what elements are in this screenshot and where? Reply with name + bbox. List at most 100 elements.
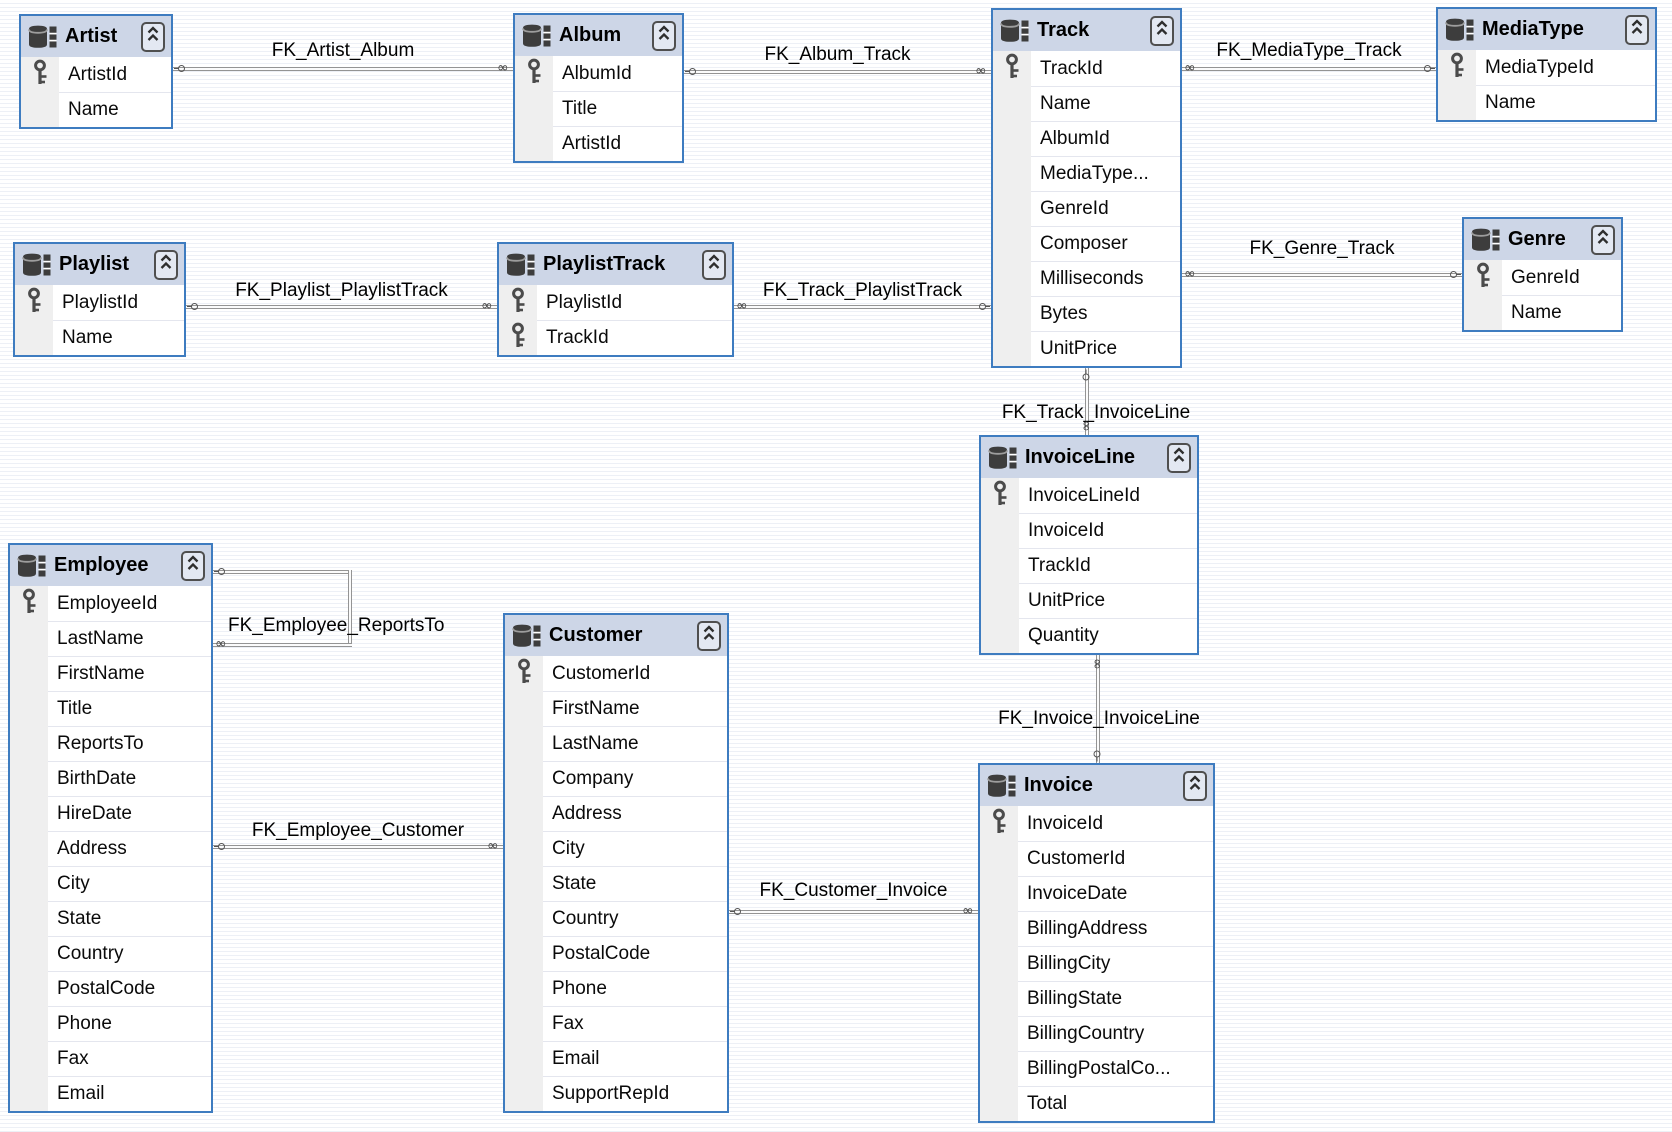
relationship-line[interactable] [1182, 67, 1436, 71]
relationship-line[interactable] [1096, 655, 1100, 763]
column-row[interactable]: FirstName [10, 656, 211, 691]
relationship-line[interactable] [684, 70, 991, 74]
relationship-line[interactable] [173, 67, 513, 71]
relationship-line[interactable] [186, 305, 497, 309]
table-header[interactable]: Playlist [15, 244, 184, 285]
column-row[interactable]: BillingState [980, 981, 1213, 1016]
column-row[interactable]: Composer [993, 226, 1180, 261]
column-row[interactable]: BirthDate [10, 761, 211, 796]
column-row[interactable]: ArtistId [515, 126, 682, 161]
column-row[interactable]: AlbumId [993, 121, 1180, 156]
column-row[interactable]: EmployeeId [10, 586, 211, 621]
column-row[interactable]: SupportRepId [505, 1076, 727, 1111]
collapse-button[interactable] [1625, 14, 1649, 45]
column-row[interactable]: Email [505, 1041, 727, 1076]
column-row[interactable]: BillingAddress [980, 911, 1213, 946]
column-row[interactable]: BillingPostalCo... [980, 1051, 1213, 1086]
relationship-line[interactable] [213, 643, 352, 647]
column-row[interactable]: GenreId [993, 191, 1180, 226]
column-row[interactable]: Quantity [981, 618, 1197, 653]
table-header[interactable]: MediaType [1438, 9, 1655, 50]
collapse-button[interactable] [652, 20, 676, 51]
column-row[interactable]: ArtistId [21, 57, 171, 92]
relationship-line[interactable] [213, 845, 503, 849]
column-row[interactable]: CustomerId [980, 841, 1213, 876]
column-row[interactable]: Total [980, 1086, 1213, 1121]
collapse-button[interactable] [141, 21, 165, 52]
relationship-line[interactable] [729, 910, 978, 914]
column-row[interactable]: Name [1464, 295, 1621, 330]
table-header[interactable]: Invoice [980, 765, 1213, 806]
column-row[interactable]: Address [10, 831, 211, 866]
column-row[interactable]: Name [21, 92, 171, 127]
column-row[interactable]: Bytes [993, 296, 1180, 331]
column-row[interactable]: Fax [505, 1006, 727, 1041]
column-row[interactable]: BillingCity [980, 946, 1213, 981]
column-row[interactable]: City [10, 866, 211, 901]
column-row[interactable]: Email [10, 1076, 211, 1111]
table-header[interactable]: Album [515, 15, 682, 56]
column-row[interactable]: Title [515, 91, 682, 126]
collapse-button[interactable] [1167, 442, 1191, 473]
column-row[interactable]: PostalCode [10, 971, 211, 1006]
collapse-button[interactable] [1183, 770, 1207, 801]
column-row[interactable]: City [505, 831, 727, 866]
column-row[interactable]: Name [1438, 85, 1655, 120]
column-row[interactable]: TrackId [993, 51, 1180, 86]
column-row[interactable]: CustomerId [505, 656, 727, 691]
column-row[interactable]: Country [505, 901, 727, 936]
collapse-button[interactable] [702, 249, 726, 280]
collapse-button[interactable] [154, 249, 178, 280]
column-row[interactable]: FirstName [505, 691, 727, 726]
column-row[interactable]: Country [10, 936, 211, 971]
column-row[interactable]: UnitPrice [981, 583, 1197, 618]
column-row[interactable]: MediaTypeId [1438, 50, 1655, 85]
column-row[interactable]: BillingCountry [980, 1016, 1213, 1051]
table-header[interactable]: Genre [1464, 219, 1621, 260]
column-row[interactable]: Milliseconds [993, 261, 1180, 296]
column-row[interactable]: TrackId [981, 548, 1197, 583]
column-row[interactable]: InvoiceDate [980, 876, 1213, 911]
column-row[interactable]: TrackId [499, 320, 732, 355]
column-row[interactable]: Address [505, 796, 727, 831]
relationship-line[interactable] [348, 570, 352, 643]
table-header[interactable]: InvoiceLine [981, 437, 1197, 478]
collapse-button[interactable] [1591, 224, 1615, 255]
column-row[interactable]: ReportsTo [10, 726, 211, 761]
table-header[interactable]: Customer [505, 615, 727, 656]
column-row[interactable]: InvoiceId [980, 806, 1213, 841]
column-row[interactable]: Title [10, 691, 211, 726]
collapse-button[interactable] [697, 620, 721, 651]
column-row[interactable]: Name [15, 320, 184, 355]
column-row[interactable]: Phone [10, 1006, 211, 1041]
column-row[interactable]: PlaylistId [499, 285, 732, 320]
relationship-line[interactable] [1085, 368, 1089, 435]
column-row[interactable]: PlaylistId [15, 285, 184, 320]
collapse-button[interactable] [181, 550, 205, 581]
column-row[interactable]: Fax [10, 1041, 211, 1076]
column-row[interactable]: State [505, 866, 727, 901]
table-header[interactable]: Artist [21, 16, 171, 57]
collapse-button[interactable] [1150, 15, 1174, 46]
column-row[interactable]: Name [993, 86, 1180, 121]
table-header[interactable]: Track [993, 10, 1180, 51]
column-row[interactable]: InvoiceId [981, 513, 1197, 548]
column-row[interactable]: HireDate [10, 796, 211, 831]
table-header[interactable]: PlaylistTrack [499, 244, 732, 285]
column-row[interactable]: AlbumId [515, 56, 682, 91]
column-row[interactable]: LastName [505, 726, 727, 761]
column-row[interactable]: GenreId [1464, 260, 1621, 295]
relationship-line[interactable] [1182, 273, 1462, 277]
relationship-line[interactable] [734, 305, 991, 309]
